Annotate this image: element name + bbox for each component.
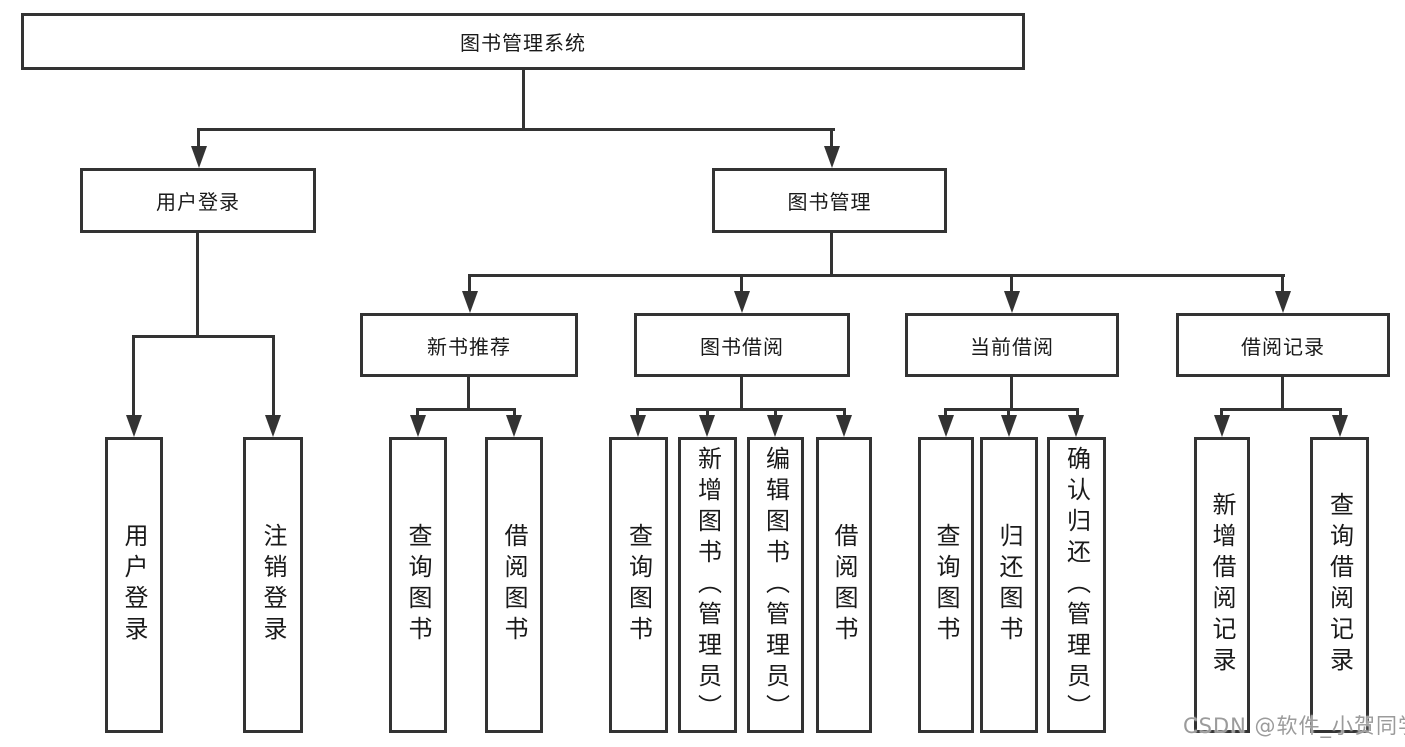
leaf-confirm-return-admin: 确认归还（管理员） [1047, 437, 1106, 733]
node-book-management: 图书管理 [712, 168, 947, 233]
node-book-borrowing: 图书借阅 [634, 313, 850, 377]
arrow-down-icon [462, 291, 478, 313]
connector-stub [513, 408, 516, 418]
arrow-down-icon [734, 291, 750, 313]
connector-borrowing-vline [740, 377, 743, 408]
leaf-query-books-current: 查询图书 [918, 437, 974, 733]
leaf-return-books: 归还图书 [980, 437, 1038, 733]
leaf-user-login: 用户登录 [105, 437, 163, 733]
arrow-down-icon [824, 146, 840, 168]
arrow-down-icon [265, 415, 281, 437]
leaf-borrow-books-recommend: 借阅图书 [485, 437, 543, 733]
connector-root-vline [522, 70, 525, 128]
node-label: 查询图书 [624, 523, 653, 647]
connector-level2-hline [197, 128, 835, 131]
node-label: 用户登录 [120, 523, 148, 647]
arrow-down-icon [1275, 291, 1291, 313]
connector-stub [740, 274, 743, 294]
node-label: 新增借阅记录 [1208, 492, 1236, 678]
connector-new-book-hline [416, 408, 516, 411]
connector-current-vline [1010, 377, 1013, 408]
connector-book-mgmt-vline [830, 233, 833, 274]
arrow-down-icon [1004, 291, 1020, 313]
connector-stub [1281, 274, 1284, 294]
node-label: 当前借阅 [970, 334, 1054, 359]
node-label: 借阅图书 [830, 523, 858, 647]
node-label: 新增图书（管理员） [693, 445, 722, 725]
node-label: 图书借阅 [700, 334, 784, 359]
node-label: 编辑图书（管理员） [761, 445, 790, 725]
connector-stub [636, 408, 639, 418]
connector-user-login-hline [132, 335, 275, 338]
node-label: 查询借阅记录 [1325, 492, 1354, 678]
node-label: 归还图书 [995, 523, 1023, 647]
leaf-query-books-borrowing: 查询图书 [609, 437, 668, 733]
node-user-login: 用户登录 [80, 168, 316, 233]
leaf-edit-book-admin: 编辑图书（管理员） [747, 437, 804, 733]
leaf-add-borrow-record: 新增借阅记录 [1194, 437, 1250, 733]
leaf-query-borrow-record: 查询借阅记录 [1310, 437, 1369, 733]
node-new-book-recommendation: 新书推荐 [360, 313, 578, 377]
node-label: 图书管理系统 [460, 31, 586, 55]
connector-stub [416, 408, 419, 418]
node-label: 图书管理 [787, 190, 872, 214]
leaf-logout: 注销登录 [243, 437, 303, 733]
node-label: 借阅记录 [1241, 334, 1325, 359]
connector-stub [1220, 408, 1223, 418]
arrow-down-icon [836, 415, 852, 437]
connector-records-hline [1220, 408, 1342, 411]
node-current-borrowing: 当前借阅 [905, 313, 1119, 377]
connector-stub [468, 274, 471, 294]
node-label: 借阅图书 [500, 523, 528, 647]
connector-stub [272, 335, 275, 417]
node-borrowing-records: 借阅记录 [1176, 313, 1390, 377]
node-label: 查询图书 [932, 523, 960, 647]
leaf-add-book-admin: 新增图书（管理员） [678, 437, 737, 733]
connector-stub [706, 408, 709, 418]
arrow-down-icon [938, 415, 954, 437]
connector-current-hline [944, 408, 1079, 411]
node-label: 查询图书 [404, 523, 432, 647]
connector-stub [1076, 408, 1079, 418]
connector-stub [1007, 408, 1010, 418]
arrow-down-icon [1001, 415, 1017, 437]
connector-stub [830, 128, 833, 150]
connector-new-book-vline [467, 377, 470, 408]
connector-stub [1010, 274, 1013, 294]
arrow-down-icon [1068, 415, 1084, 437]
leaf-query-books-recommend: 查询图书 [389, 437, 447, 733]
node-label: 新书推荐 [427, 334, 511, 359]
arrow-down-icon [126, 415, 142, 437]
arrow-down-icon [1332, 415, 1348, 437]
connector-borrowing-hline [636, 408, 846, 411]
connector-stub [132, 335, 135, 417]
connector-level3-hline [468, 274, 1285, 277]
connector-records-vline [1281, 377, 1284, 408]
arrow-down-icon [1214, 415, 1230, 437]
node-label: 注销登录 [259, 523, 287, 647]
connector-user-login-vline [196, 233, 199, 335]
node-label: 确认归还（管理员） [1062, 445, 1091, 725]
connector-stub [774, 408, 777, 418]
arrow-down-icon [506, 415, 522, 437]
arrow-down-icon [630, 415, 646, 437]
connector-stub [1339, 408, 1342, 418]
leaf-borrow-books-borrowing: 借阅图书 [816, 437, 872, 733]
node-library-management-system: 图书管理系统 [21, 13, 1025, 70]
arrow-down-icon [699, 415, 715, 437]
node-label: 用户登录 [156, 190, 240, 214]
arrow-down-icon [191, 146, 207, 168]
arrow-down-icon [767, 415, 783, 437]
watermark-text: CSDN @软件_小贺同学 [1183, 714, 1405, 738]
connector-stub [944, 408, 947, 418]
connector-stub [197, 128, 200, 150]
connector-stub [843, 408, 846, 418]
arrow-down-icon [410, 415, 426, 437]
